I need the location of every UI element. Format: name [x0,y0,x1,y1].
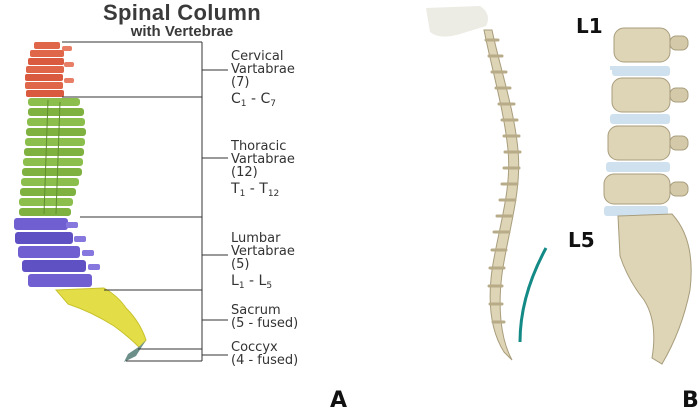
label-cervical: Cervical Vartabrae (7) C1 - C7 [231,50,295,111]
label-coccyx: Coccyx (4 - fused) [231,341,298,367]
panel-a: Spinal Column with Vertebrae [0,0,400,417]
cervical-region [25,42,74,97]
bracket-lines [62,42,228,361]
panel-letter-b: B [682,388,698,413]
label-thoracic: Thoracic Vartabrae (12) T1 - T12 [231,140,295,201]
panel-letter-a: A [330,388,347,413]
coccyx-count: (4 - fused) [231,354,298,367]
thoracic-count: (12) [231,166,295,179]
thoracic-region [19,98,86,216]
panel-b: L1 L5 B [400,0,698,417]
label-sacrum: Sacrum (5 - fused) [231,304,298,330]
lumbar-range: L1 - L5 [231,275,295,293]
skull-base [426,6,488,37]
lumbar-closeup [604,28,691,364]
label-l5: L5 [568,228,595,252]
spine-diagram-a [0,0,400,417]
sacrum-region [56,288,146,348]
cervical-count: (7) [231,76,295,89]
lumbar-region [14,218,100,287]
lumbar-count: (5) [231,258,295,271]
lumbar-curve-indicator [520,248,546,342]
thoracic-range: T1 - T12 [231,183,295,201]
sacrum-count: (5 - fused) [231,317,298,330]
label-l1: L1 [576,14,603,38]
cervical-range: C1 - C7 [231,93,295,111]
spine-diagram-b [400,0,698,417]
spinal-column-side-view [484,30,519,360]
label-lumbar: Lumbar Vertabrae (5) L1 - L5 [231,232,295,293]
